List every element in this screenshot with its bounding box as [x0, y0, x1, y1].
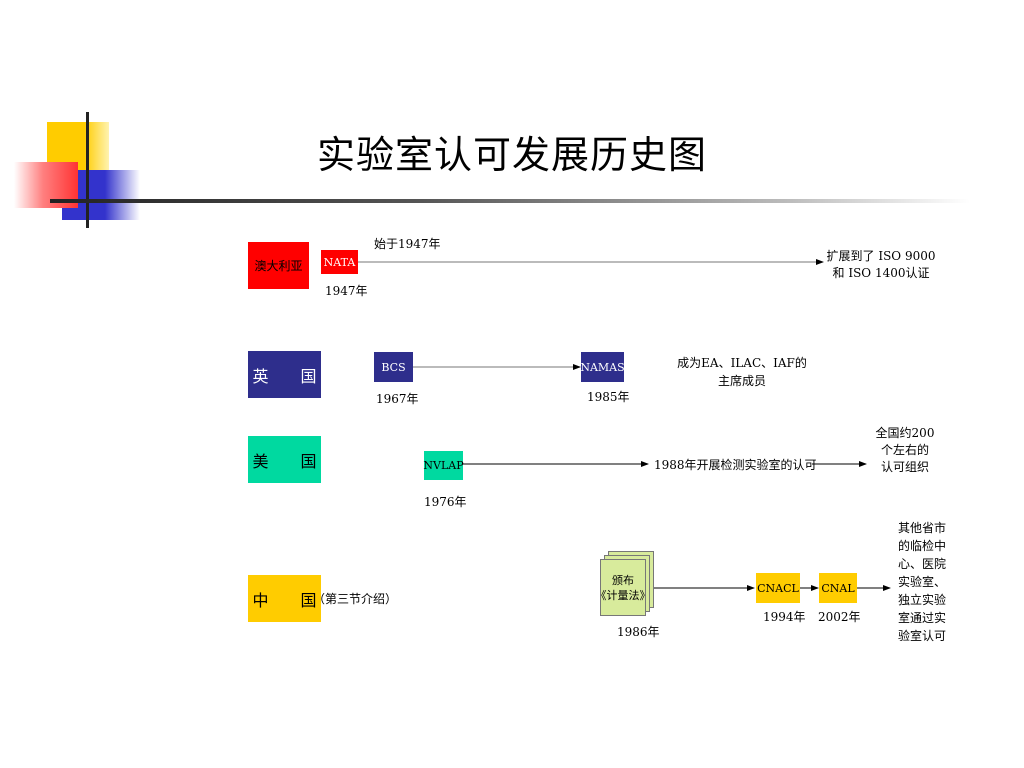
org-cnal-label: CNAL [821, 581, 855, 595]
org-nata: NATA [321, 250, 358, 274]
usa-end-text-line2: 个左右的 [880, 443, 929, 457]
org-nata-label: NATA [323, 255, 356, 269]
uk-end-text-line2: 主席成员 [717, 374, 766, 388]
country-china-label: 中 国 [252, 590, 317, 610]
china-end-line-5: 独立实验 [897, 593, 946, 607]
china-year-1: 1994年 [763, 610, 806, 624]
country-usa-label: 美 国 [252, 451, 317, 471]
china-end-line-1: 其他省市 [897, 521, 946, 535]
australia-line-label: 始于1947年 [374, 237, 441, 251]
org-bcs: BCS [374, 352, 413, 382]
china-end-line-3: 心、医院 [897, 557, 946, 571]
org-nvlap: NVLAP [423, 451, 464, 480]
org-cnal: CNAL [819, 573, 857, 603]
document-line1: 颁布 [612, 573, 634, 587]
usa-end-text: 全国约200 个左右的 认可组织 [870, 425, 940, 476]
usa-mid-text: 1988年开展检测实验室的认可 [654, 458, 817, 472]
china-end-line-2: 的临检中 [897, 539, 946, 553]
document-icon: 颁布 《计量法》 [596, 559, 651, 616]
australia-end-text-line1: 扩展到了 ISO 9000 [826, 249, 936, 263]
country-china: 中 国 [248, 575, 321, 622]
china-doc-year: 1986年 [617, 625, 660, 639]
page-title: 实验室认可发展历史图 [316, 133, 707, 177]
decoration-horizontal-line [50, 199, 970, 203]
uk-end-text-line1: 成为EA、ILAC、IAF的 [677, 356, 807, 370]
uk-year-2: 1985年 [587, 390, 630, 404]
china-end-line-4: 实验室、 [897, 575, 946, 589]
australia-year: 1947年 [325, 284, 368, 298]
china-year-2: 2002年 [818, 610, 861, 624]
uk-end-text: 成为EA、ILAC、IAF的 主席成员 [676, 354, 808, 390]
org-namas: NAMAS [580, 352, 625, 382]
decoration-vertical-line [86, 112, 89, 228]
document-line2: 《计量法》 [595, 588, 651, 602]
org-cnacl-label: CNACL [757, 581, 799, 595]
australia-end-text-line2: 和 ISO 1400认证 [832, 266, 930, 280]
org-cnacl: CNACL [756, 573, 800, 603]
country-uk-label: 英 国 [252, 366, 317, 386]
country-australia-label: 澳大利亚 [254, 259, 303, 273]
china-end-text: 其他省市 的临检中 心、医院 实验室、 独立实验 室通过实 验室认可 [892, 519, 952, 645]
uk-year-1: 1967年 [376, 392, 419, 406]
usa-end-text-line3: 认可组织 [880, 460, 929, 474]
org-bcs-label: BCS [381, 360, 406, 374]
china-end-line-6: 室通过实 [897, 611, 946, 625]
china-end-line-7: 验室认可 [897, 629, 946, 643]
china-note: （第三节介绍） [313, 592, 398, 606]
country-australia: 澳大利亚 [248, 242, 309, 289]
usa-year: 1976年 [424, 495, 467, 509]
org-nvlap-label: NVLAP [423, 459, 464, 472]
country-uk: 英 国 [248, 351, 321, 398]
country-usa: 美 国 [248, 436, 321, 483]
org-namas-label: NAMAS [580, 360, 625, 374]
usa-end-text-line1: 全国约200 [875, 426, 935, 440]
australia-end-text: 扩展到了 ISO 9000 和 ISO 1400认证 [824, 248, 938, 282]
